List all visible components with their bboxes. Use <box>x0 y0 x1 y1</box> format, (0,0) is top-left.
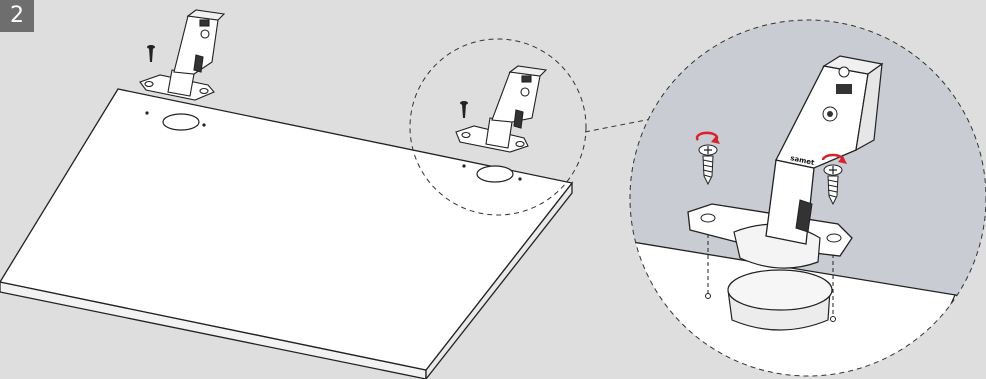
screw-detail-left <box>698 144 718 186</box>
callout-circle-small <box>409 38 587 216</box>
door-panel <box>0 88 574 379</box>
detail-view: samet <box>630 20 986 376</box>
callout-leader-line <box>584 117 657 133</box>
rotation-arrow-right-icon <box>821 153 847 164</box>
rotation-arrow-left-icon <box>695 131 720 144</box>
hinge-cup-hole-left <box>145 111 206 131</box>
screw-detail-right <box>823 164 843 206</box>
hinge-cup-hole-middle <box>462 164 522 183</box>
screw-middle <box>460 101 468 118</box>
callout-circle-detail <box>629 19 986 377</box>
hinge-left <box>139 9 226 101</box>
hinge-middle <box>455 65 548 153</box>
step-number-badge: 2 <box>0 0 34 32</box>
screw-left <box>147 45 155 62</box>
